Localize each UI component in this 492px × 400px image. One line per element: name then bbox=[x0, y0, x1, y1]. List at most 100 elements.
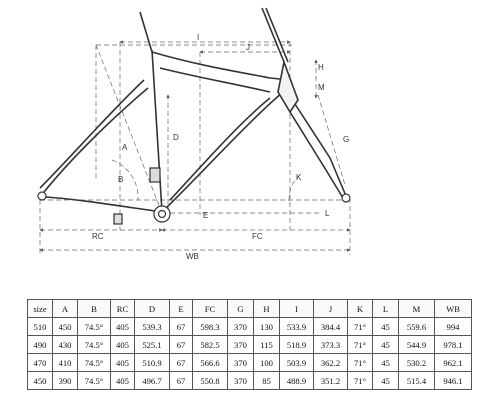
down-tube bbox=[163, 91, 284, 211]
table-cell: 488.9 bbox=[279, 371, 314, 390]
table-cell: 530.2 bbox=[398, 353, 435, 372]
table-cell: 515.4 bbox=[398, 371, 435, 390]
table-cell: 405 bbox=[110, 353, 135, 372]
table-cell: 45 bbox=[372, 371, 399, 390]
table-cell: 946.1 bbox=[434, 371, 472, 390]
header-cell: M bbox=[398, 299, 435, 318]
table-cell: 430 bbox=[52, 335, 78, 354]
table-cell: 539.3 bbox=[134, 317, 170, 336]
table-cell: 510 bbox=[27, 317, 53, 336]
header-cell: K bbox=[347, 299, 373, 318]
table-cell: 67 bbox=[169, 371, 193, 390]
table-cell: 390 bbox=[52, 371, 78, 390]
header-cell: A bbox=[52, 299, 78, 318]
table-cell: 67 bbox=[169, 335, 193, 354]
table-cell: 405 bbox=[110, 335, 135, 354]
table-cell: 598.3 bbox=[192, 317, 228, 336]
table-row: 510 450 74.5° 405 539.3 67 598.3 370 130… bbox=[27, 317, 472, 336]
label-e: E bbox=[203, 211, 208, 220]
dimension-lines bbox=[39, 40, 351, 255]
bike-frame bbox=[39, 7, 347, 213]
table-cell: 503.9 bbox=[279, 353, 314, 372]
rear-dropout bbox=[37, 191, 47, 201]
header-cell: I bbox=[279, 299, 314, 318]
table-cell: 370 bbox=[227, 353, 254, 372]
header-cell: FC bbox=[192, 299, 228, 318]
label-wb: WB bbox=[186, 252, 199, 261]
table-cell: 405 bbox=[110, 317, 135, 336]
label-j: J bbox=[246, 43, 250, 52]
table-cell: 544.9 bbox=[398, 335, 435, 354]
table-cell: 45 bbox=[372, 353, 399, 372]
label-b: B bbox=[118, 175, 123, 184]
table-cell: 510.9 bbox=[134, 353, 170, 372]
label-fc: FC bbox=[252, 232, 263, 241]
table-cell: 85 bbox=[253, 371, 280, 390]
table-cell: 962.1 bbox=[434, 353, 472, 372]
table-cell: 410 bbox=[52, 353, 78, 372]
label-rc: RC bbox=[92, 232, 104, 241]
table-cell: 518.9 bbox=[279, 335, 314, 354]
geometry-table: size A B RC D E FC G H I J K L M WB 510 … bbox=[27, 299, 472, 390]
header-cell: B bbox=[77, 299, 111, 318]
table-cell: 550.8 bbox=[192, 371, 228, 390]
table-cell: 450 bbox=[52, 317, 78, 336]
fork-back bbox=[289, 111, 344, 199]
label-k: K bbox=[296, 173, 302, 182]
down-tube-inner bbox=[169, 97, 271, 201]
table-cell: 45 bbox=[372, 317, 399, 336]
table-cell: 100 bbox=[253, 353, 280, 372]
table-cell: 74.5° bbox=[77, 371, 111, 390]
table-row: 490 430 74.5° 405 525.1 67 582.5 370 115… bbox=[27, 335, 472, 354]
top-tube-inner bbox=[159, 67, 271, 93]
table-cell: 470 bbox=[27, 353, 53, 372]
table-cell: 450 bbox=[27, 371, 53, 390]
header-cell: size bbox=[27, 299, 53, 318]
table-cell: 130 bbox=[253, 317, 280, 336]
table-cell: 496.7 bbox=[134, 371, 170, 390]
seat-post bbox=[139, 11, 153, 53]
table-cell: 525.1 bbox=[134, 335, 170, 354]
seat-stay bbox=[43, 87, 149, 193]
table-cell: 384.4 bbox=[313, 317, 348, 336]
table-cell: 370 bbox=[227, 335, 254, 354]
table-cell: 71° bbox=[347, 335, 373, 354]
table-cell: 362.2 bbox=[313, 353, 348, 372]
table-cell: 71° bbox=[347, 353, 373, 372]
dimension-labels: I J H M G D A B K E L RC FC WB bbox=[92, 33, 349, 261]
table-cell: 370 bbox=[227, 371, 254, 390]
steerer bbox=[261, 7, 285, 63]
seat-tube bbox=[151, 49, 163, 213]
table-header-row: size A B RC D E FC G H I J K L M WB bbox=[27, 299, 472, 318]
table-cell: 71° bbox=[347, 371, 373, 390]
header-cell: E bbox=[169, 299, 193, 318]
label-d: D bbox=[173, 133, 179, 142]
front-dropout bbox=[341, 193, 351, 203]
table-cell: 405 bbox=[110, 371, 135, 390]
header-cell: RC bbox=[110, 299, 135, 318]
table-row: 450 390 74.5° 405 496.7 67 550.8 370 85 … bbox=[27, 371, 472, 390]
table-cell: 45 bbox=[372, 335, 399, 354]
table-cell: 370 bbox=[227, 317, 254, 336]
seat-stay-inner bbox=[39, 79, 145, 189]
label-h: H bbox=[318, 63, 324, 72]
label-l: L bbox=[325, 209, 330, 218]
table-cell: 533.9 bbox=[279, 317, 314, 336]
header-cell: H bbox=[253, 299, 280, 318]
table-cell: 582.5 bbox=[192, 335, 228, 354]
table-cell: 115 bbox=[253, 335, 280, 354]
table-cell: 71° bbox=[347, 317, 373, 336]
bike-frame-geometry-diagram: I J H M G D A B K E L RC FC WB bbox=[37, 7, 351, 261]
table-cell: 74.5° bbox=[77, 335, 111, 354]
header-cell: G bbox=[227, 299, 254, 318]
table-cell: 994 bbox=[434, 317, 472, 336]
table-cell: 559.6 bbox=[398, 317, 435, 336]
header-cell: L bbox=[372, 299, 399, 318]
chain-stay bbox=[43, 196, 163, 213]
header-cell: D bbox=[134, 299, 170, 318]
table-cell: 978.1 bbox=[434, 335, 472, 354]
label-i: I bbox=[197, 33, 199, 42]
table-cell: 566.6 bbox=[192, 353, 228, 372]
table-cell: 490 bbox=[27, 335, 53, 354]
table-cell: 74.5° bbox=[77, 353, 111, 372]
